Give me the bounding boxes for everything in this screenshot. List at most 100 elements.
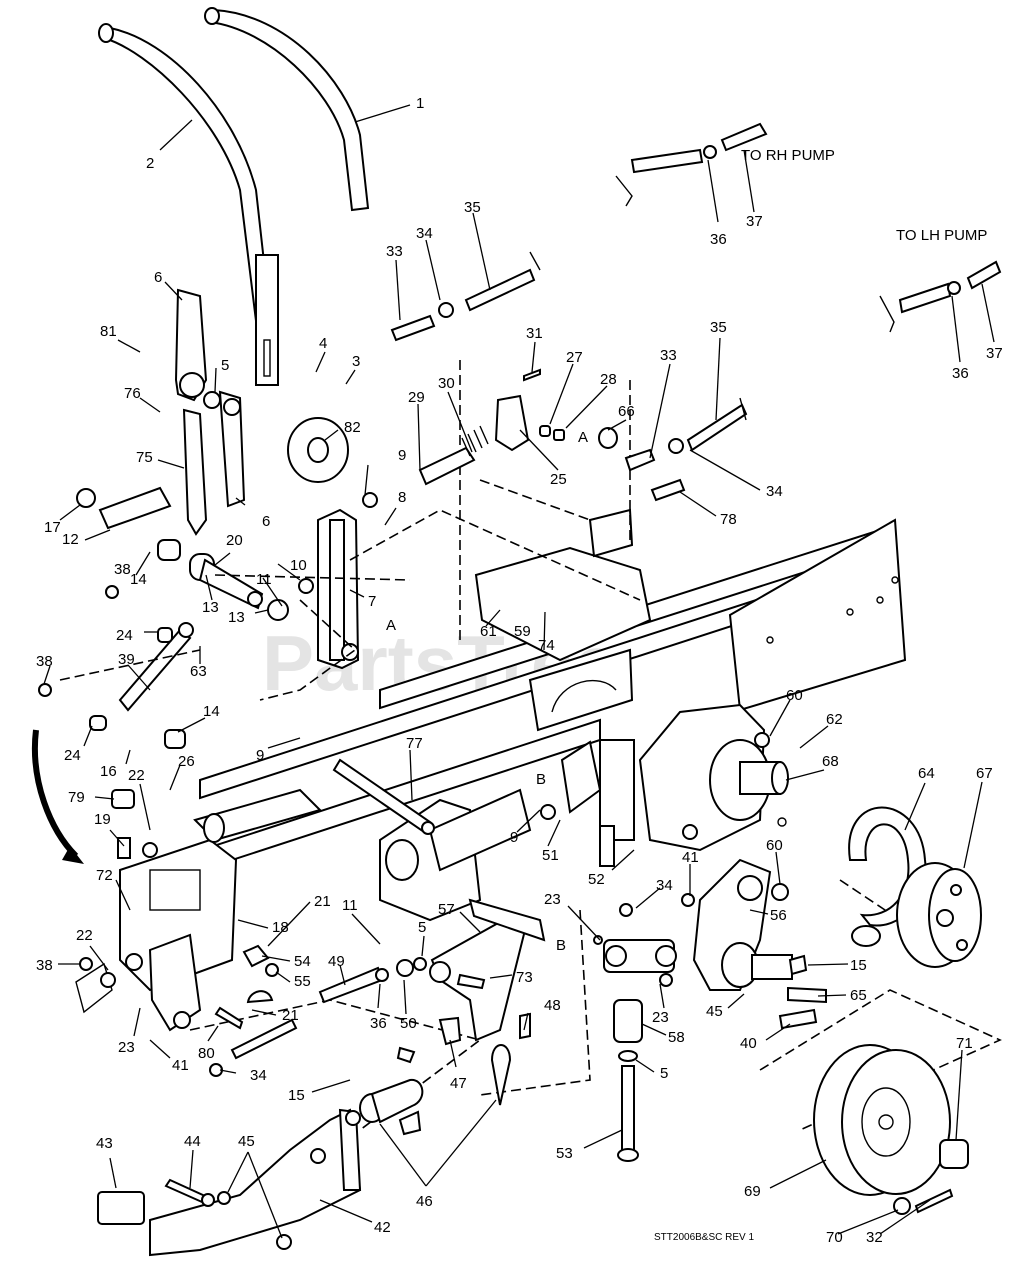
callout-label: 34 [250,1067,267,1084]
callout-label: 13 [202,599,219,616]
callout-label: 49 [328,953,345,970]
callout-label: 37 [746,213,763,230]
callout-label: 7 [368,593,376,610]
callout-label: 76 [124,385,141,402]
callout-label: 9 [510,829,518,846]
callout-label: 6 [154,269,162,286]
callout-label: 2 [146,155,154,172]
callout-label: 14 [203,703,220,720]
callout-label: 17 [44,519,61,536]
callout-label: 6 [262,513,270,530]
callout-label: 41 [682,849,699,866]
callout-label: 15 [288,1087,305,1104]
callout-label: 67 [976,765,993,782]
wheel-hub [896,862,982,968]
direction-arrow [32,729,84,864]
callout-label: 71 [956,1035,973,1052]
callout-label: 30 [438,375,455,392]
callout-label: 32 [866,1229,883,1246]
callout-label: 40 [740,1035,757,1052]
callout-label: 15 [850,957,867,974]
text-notes: TO RH PUMP TO LH PUMP A A B B STT2006B&S… [386,147,987,1243]
leader-lines [43,104,995,1239]
callout-label: 51 [542,847,559,864]
callout-label: 11 [256,571,272,588]
callout-label: 45 [238,1133,255,1150]
callout-label: 69 [744,1183,761,1200]
callout-label: 22 [128,767,145,784]
callout-label: 22 [76,927,93,944]
callout-label: 36 [370,1015,387,1032]
callout-label: 1 [416,95,424,112]
callout-label: 10 [290,557,307,574]
callout-label: 11 [342,897,358,914]
foot-pedal-assembly [97,1046,424,1257]
callout-label: 81 [100,323,117,340]
pivot-hardware-left [38,486,289,749]
callouts: 1 2 6 81 5 4 3 76 75 82 6 17 12 38 14 13… [36,95,1003,1246]
callout-label: 65 [850,987,867,1004]
ref-letter-b: B [556,937,566,954]
callout-label: 5 [418,919,426,936]
callout-label: 77 [406,735,423,752]
callout-label: 27 [566,349,583,366]
callout-label: 23 [544,891,561,908]
callout-label: 73 [516,969,533,986]
callout-label: 57 [438,901,455,918]
callout-label: 42 [374,1219,391,1236]
break-marks [529,175,895,421]
callout-label: 68 [822,753,839,770]
callout-label: 47 [450,1075,467,1092]
callout-label: 44 [184,1133,201,1150]
callout-label: 18 [272,919,289,936]
callout-label: 29 [408,389,425,406]
callout-label: 80 [198,1045,215,1062]
linkage-rods [79,122,1002,1106]
callout-label: 56 [770,907,787,924]
callout-label: 60 [786,687,803,704]
callout-label: 43 [96,1135,113,1152]
callout-label: 60 [766,837,783,854]
callout-label: 8 [398,489,406,506]
callout-label: 35 [464,199,481,216]
caster-bracket [75,789,238,1032]
callout-label: 13 [228,609,245,626]
callout-label: 9 [398,447,406,464]
callout-label: 48 [544,997,561,1014]
ref-letter-b: B [536,771,546,788]
hydraulic-pump [638,703,789,852]
callout-label: 62 [826,711,843,728]
control-lever-assembly [298,492,378,670]
frame-mount-plate [474,508,652,732]
callout-label: 79 [68,789,85,806]
handle-right-tube [204,7,370,212]
drawing-number: STT2006B&SC REV 1 [654,1232,754,1243]
callout-label: 12 [62,531,79,548]
note-lh-pump: TO LH PUMP [896,227,987,244]
callout-label: 52 [588,871,605,888]
callout-label: 21 [282,1007,299,1024]
callout-label: 5 [660,1065,668,1082]
callout-label: 33 [386,243,403,260]
callout-label: 23 [118,1039,135,1056]
callout-label: 58 [668,1029,685,1046]
callout-label: 34 [416,225,433,242]
handle-bracket-lower [255,254,279,386]
callout-label: 50 [400,1015,417,1032]
callout-label: 35 [710,319,727,336]
callout-label: 19 [94,811,111,828]
callout-label: 38 [36,653,53,670]
callout-label: 4 [319,335,327,352]
center-linkage [193,739,635,922]
callout-label: 20 [226,532,243,549]
callout-label: 53 [556,1145,573,1162]
callout-label: 63 [190,663,207,680]
brake-arm [681,858,793,991]
tire-wheel [813,1044,969,1215]
callout-label: 36 [710,231,727,248]
callout-label: 24 [64,747,81,764]
callout-label: 72 [96,867,113,884]
callout-label: 23 [652,1009,669,1026]
callout-label: 33 [660,347,677,364]
